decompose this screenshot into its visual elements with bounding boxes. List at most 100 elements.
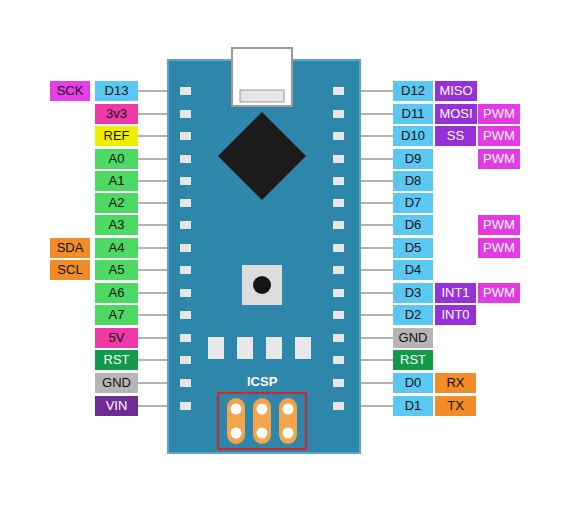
pin-name: TX — [447, 396, 464, 416]
pin-label: SCL — [50, 260, 90, 280]
pin-label: 3v3 — [95, 104, 138, 124]
pin-name: A3 — [109, 215, 125, 235]
pin-label: MISO — [435, 81, 477, 101]
pin-label: SCK — [50, 81, 90, 101]
pin-name: INT0 — [441, 305, 469, 325]
pin-name: A6 — [109, 283, 125, 303]
pin-name: 3v3 — [106, 104, 127, 124]
pin-name: D12 — [401, 81, 425, 101]
pin-label: D12 — [393, 81, 433, 101]
pin-name: D2 — [405, 305, 422, 325]
board — [168, 60, 360, 453]
pin-name: D0 — [405, 373, 422, 393]
pin-label: PWM — [478, 149, 520, 169]
pin-name: D3 — [405, 283, 422, 303]
pin-label: PWM — [478, 215, 520, 235]
pin-name: MISO — [439, 81, 472, 101]
pin-name: PWM — [483, 215, 515, 235]
pin-name: D5 — [405, 238, 422, 258]
pin-name: MOSI — [439, 104, 472, 124]
pin-name: D8 — [405, 171, 422, 191]
pin-label: D0 — [393, 373, 433, 393]
pin-label: A2 — [95, 193, 138, 213]
pin-label: A5 — [95, 260, 138, 280]
pin-name: PWM — [483, 126, 515, 146]
pin-name: PWM — [483, 283, 515, 303]
pin-name: VIN — [106, 396, 128, 416]
pin-name: SS — [447, 126, 464, 146]
pin-label: D5 — [393, 238, 433, 258]
pin-label: D6 — [393, 215, 433, 235]
pin-label: SDA — [50, 238, 90, 258]
pin-name: D10 — [401, 126, 425, 146]
pin-name: SCK — [57, 81, 84, 101]
smd-parts — [208, 337, 311, 359]
pin-label: D8 — [393, 171, 433, 191]
pin-name: D1 — [405, 396, 422, 416]
pin-label: PWM — [478, 238, 520, 258]
pin-name: A0 — [109, 149, 125, 169]
pin-name: RST — [400, 350, 426, 370]
pin-label: D3 — [393, 283, 433, 303]
pin-name: A5 — [109, 260, 125, 280]
pin-label: RX — [435, 373, 476, 393]
pin-name: PWM — [483, 238, 515, 258]
pin-name: RX — [446, 373, 464, 393]
pin-label: D4 — [393, 260, 433, 280]
pin-label: INT1 — [435, 283, 476, 303]
pin-name: REF — [104, 126, 130, 146]
pin-label: PWM — [478, 126, 520, 146]
pin-name: SDA — [57, 238, 84, 258]
pin-name: A7 — [109, 305, 125, 325]
pin-name: RST — [104, 350, 130, 370]
chip — [218, 112, 306, 200]
pin-name: D4 — [405, 260, 422, 280]
pin-label: VIN — [95, 396, 138, 416]
pin-label: A1 — [95, 171, 138, 191]
pin-label: D10 — [393, 126, 433, 146]
pin-label: SS — [435, 126, 476, 146]
pin-label: MOSI — [435, 104, 477, 124]
reset-button — [242, 265, 282, 305]
pin-name: GND — [399, 328, 428, 348]
pin-name: GND — [102, 373, 131, 393]
pin-name: D7 — [405, 193, 422, 213]
icsp-header — [218, 393, 306, 449]
usb-connector — [232, 48, 292, 106]
pin-name: INT1 — [441, 283, 469, 303]
pin-name: D11 — [402, 104, 425, 124]
pin-label: RST — [393, 350, 433, 370]
header-label: ICSP — [247, 374, 277, 389]
pin-name: A4 — [109, 238, 125, 258]
pin-label: PWM — [478, 104, 520, 124]
pin-name: SCL — [57, 260, 82, 280]
pin-name: D9 — [405, 149, 422, 169]
pin-label: INT0 — [435, 305, 476, 325]
pin-label: D7 — [393, 193, 433, 213]
pin-name: D6 — [405, 215, 422, 235]
pin-name: 5V — [109, 328, 125, 348]
pin-label: GND — [393, 328, 433, 348]
pin-label: D1 — [393, 396, 433, 416]
pin-pads — [180, 87, 344, 410]
pin-name: PWM — [483, 104, 515, 124]
pin-label: A3 — [95, 215, 138, 235]
pin-label: D11 — [393, 104, 433, 124]
pin-label: A0 — [95, 149, 138, 169]
pin-label: D2 — [393, 305, 433, 325]
pin-label: TX — [435, 396, 476, 416]
pin-label: GND — [95, 373, 138, 393]
pin-label: D13 — [95, 81, 138, 101]
pin-name: D13 — [105, 81, 129, 101]
pin-label: 5V — [95, 328, 138, 348]
pin-label: PWM — [478, 283, 520, 303]
pin-label: D9 — [393, 149, 433, 169]
pin-label: RST — [95, 350, 138, 370]
pin-name: PWM — [483, 149, 515, 169]
pin-label: REF — [95, 126, 138, 146]
pin-name: A2 — [109, 193, 125, 213]
pin-label: A6 — [95, 283, 138, 303]
pin-name: A1 — [109, 171, 125, 191]
pin-label: A4 — [95, 238, 138, 258]
